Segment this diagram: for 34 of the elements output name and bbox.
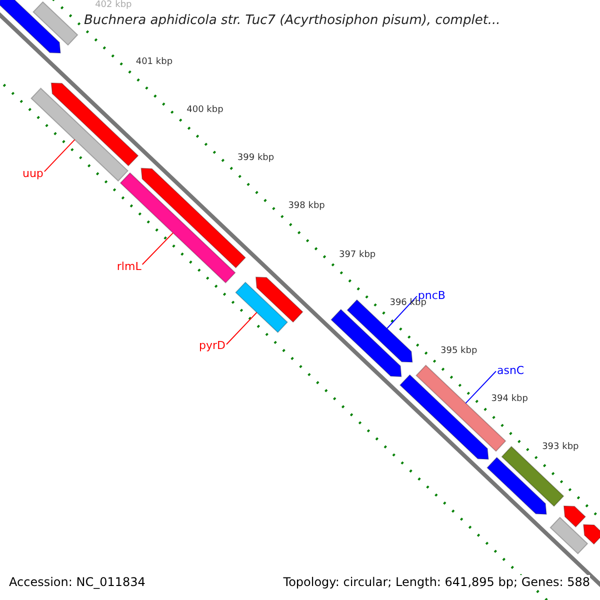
gene-block (120, 172, 236, 284)
leader-line (465, 370, 496, 404)
gene-block (330, 308, 402, 378)
leader-line (44, 139, 76, 172)
gene-label: pyrD (198, 339, 226, 352)
scale-label: 395 kbp (440, 346, 478, 356)
leader-line (386, 296, 418, 329)
gene-block (0, 0, 61, 54)
accession-text: Accession: NC_011834 (9, 575, 146, 589)
scale-label: 399 kbp (237, 153, 274, 164)
scale-label: 401 kbp (136, 56, 173, 67)
scale-label: 398 kbp (288, 201, 325, 212)
leader-line (226, 312, 258, 345)
gene-block (550, 516, 588, 554)
gene-block (50, 82, 139, 166)
scale-label: 402 kbp (95, 0, 132, 10)
genome-info-text: Topology: circular; Length: 641,895 bp; Genes: 588 (283, 575, 590, 589)
gene-block (563, 505, 586, 528)
gene-label: uup (22, 166, 44, 180)
gene-label: asnC (496, 364, 524, 378)
gene-block (486, 456, 547, 515)
gene-block (399, 374, 489, 460)
leader-line (142, 232, 174, 265)
scale-label: 400 kbp (186, 105, 224, 116)
gene-block (140, 168, 246, 268)
gene-block (235, 282, 288, 334)
title: Buchnera aphidicola str. Tuc7 (Acyrthosiphon pisum), complet... (84, 13, 500, 28)
gene-block (32, 1, 78, 46)
gene-label: rlmL (116, 259, 142, 272)
scale-label: 394 kbp (491, 394, 528, 404)
gene-block (582, 524, 600, 545)
scale-label: 393 kbp (542, 442, 579, 452)
scale-label: 397 kbp (338, 250, 376, 260)
gene-block (255, 276, 304, 323)
